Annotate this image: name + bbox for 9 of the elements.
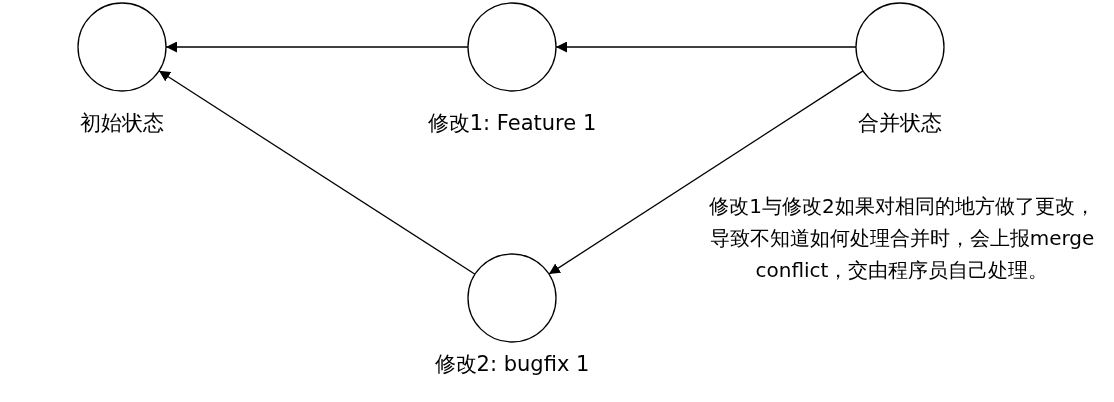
state-label: 合并状态 [858,111,942,135]
note-text: 修改1与修改2如果对相同的地方做了更改，导致不知道如何处理合并时，会上报merge conflict，交由程序员自己处理。 [708,193,1096,284]
arrow [548,70,864,275]
state-label: 修改2: bugfix 1 [434,352,590,376]
arrow [158,70,476,275]
state-label: 修改1: Feature 1 [427,111,597,135]
state-label: 初始状态 [80,111,164,135]
arrow [555,41,857,53]
arrow [165,41,469,53]
